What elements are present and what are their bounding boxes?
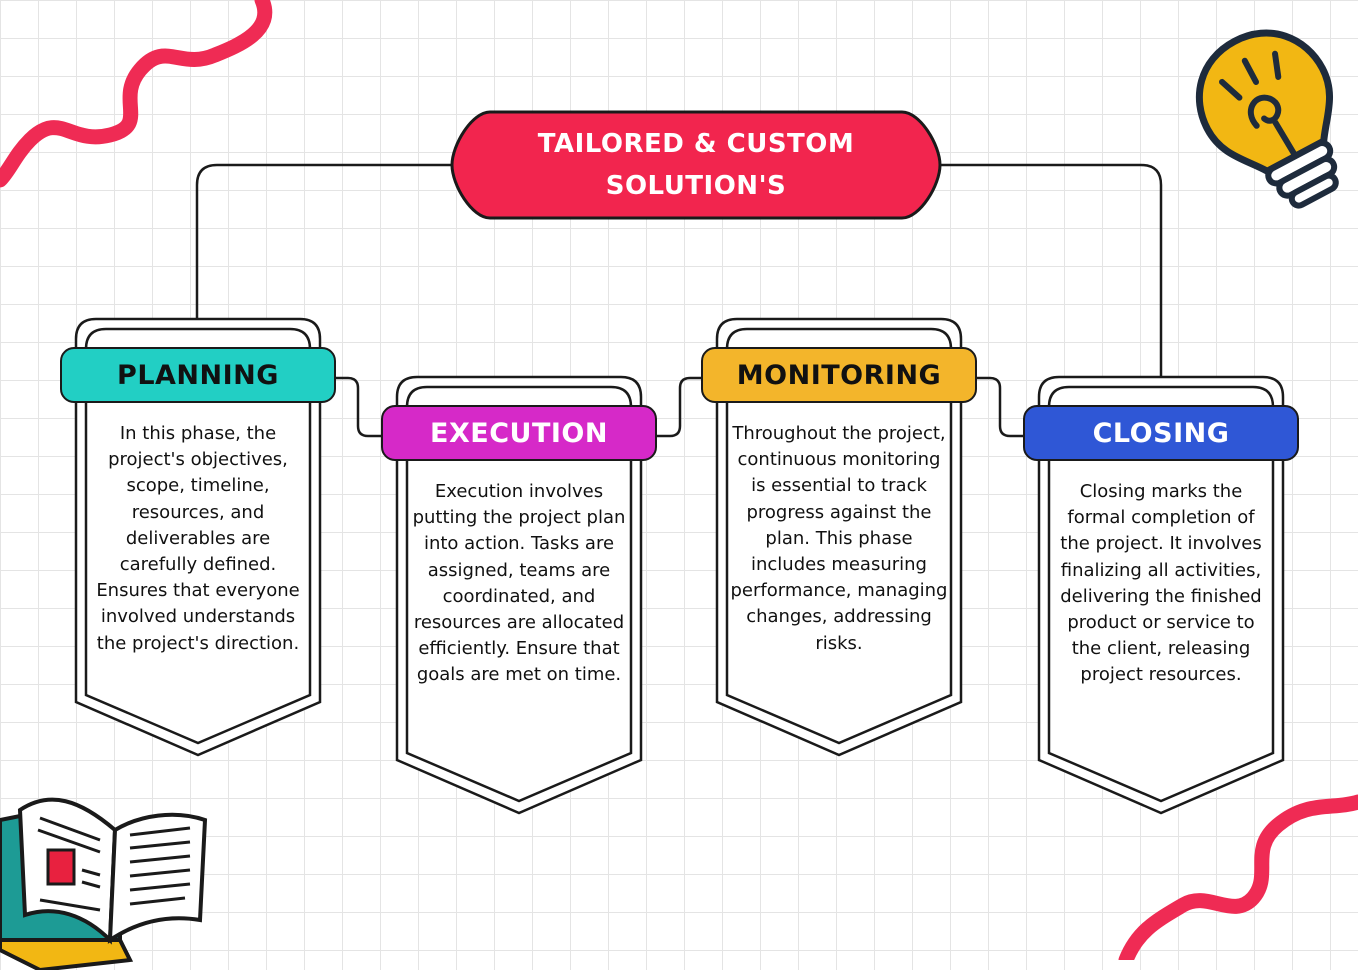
title-line-2: SOLUTION'S [605,171,787,201]
phase-card-planning: PLANNING In this phase, the project's ob… [60,317,340,757]
book-icon [0,797,208,970]
squiggle-bottom-right [1118,794,1358,960]
phase-label-closing: CLOSING [1023,405,1299,461]
phase-description-execution: Execution involves putting the project p… [412,481,626,686]
phase-card-execution: EXECUTION Execution involves putting the… [381,375,661,815]
phase-card-closing: CLOSING Closing marks the formal complet… [1023,375,1303,815]
phase-label-planning: PLANNING [60,347,336,403]
title-banner: TAILORED & CUSTOM SOLUTION'S [450,110,942,220]
squiggle-top-left [0,0,273,188]
phase-label-execution: EXECUTION [381,405,657,461]
lightbulb-icon [1195,29,1339,209]
phase-description-closing: Closing marks the formal completion of t… [1060,481,1262,686]
title-line-1: TAILORED & CUSTOM [537,129,855,159]
phase-card-monitoring: MONITORING Throughout the project, conti… [701,317,981,757]
phase-description-planning: In this phase, the project's objectives,… [96,423,300,654]
phase-description-monitoring: Throughout the project, continuous monit… [730,423,948,654]
phase-label-monitoring: MONITORING [701,347,977,403]
